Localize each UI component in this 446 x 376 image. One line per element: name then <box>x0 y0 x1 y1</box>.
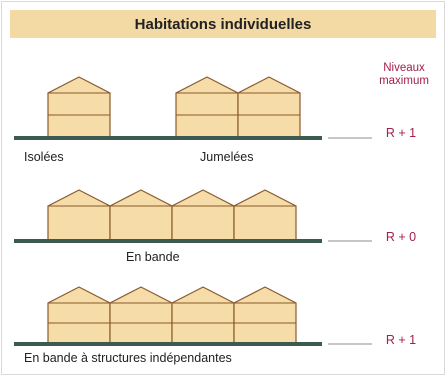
level-value-row-2: R + 0 <box>385 230 417 244</box>
house-structure-1 <box>47 286 111 344</box>
level-value-row-3: R + 1 <box>385 333 417 347</box>
house-en-bande-3 <box>171 189 235 241</box>
levels-header: Niveaux maximum <box>379 62 429 87</box>
house-en-bande-1 <box>47 189 111 241</box>
label-en-bande: En bande <box>126 250 180 264</box>
house-structure-4 <box>233 286 297 344</box>
house-en-bande-2 <box>109 189 173 241</box>
label-jumelees: Jumelées <box>200 150 254 164</box>
house-jumelee-1 <box>175 76 239 138</box>
level-value-row-1: R + 1 <box>385 126 417 140</box>
house-structure-2 <box>109 286 173 344</box>
title-bar: Habitations individuelles <box>10 10 436 38</box>
house-jumelee-2 <box>237 76 301 138</box>
house-isolee <box>47 76 111 138</box>
house-structure-3 <box>171 286 235 344</box>
house-en-bande-4 <box>233 189 297 241</box>
label-en-bande-structures: En bande à structures indépendantes <box>24 351 232 365</box>
diagram-title: Habitations individuelles <box>134 15 312 33</box>
label-isolees: Isolées <box>24 150 64 164</box>
